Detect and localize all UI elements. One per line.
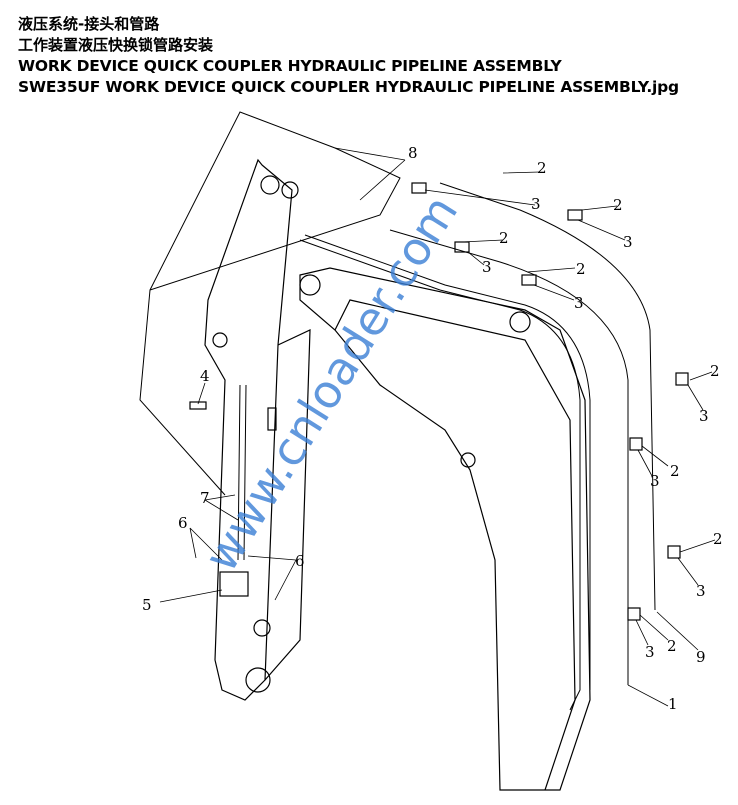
callout-3: 3 — [645, 643, 655, 661]
boom — [299, 267, 591, 791]
callout-9: 9 — [696, 648, 706, 666]
callout-3: 3 — [623, 233, 633, 251]
callout-3: 3 — [531, 195, 541, 213]
leader-lines — [159, 147, 716, 707]
callout-8: 8 — [408, 144, 418, 162]
watermark: www.cnloader.com — [194, 186, 469, 581]
arm — [204, 158, 311, 701]
callout-2: 2 — [667, 637, 677, 655]
header: 液压系统-接头和管路 工作装置液压快换锁管路安装 WORK DEVICE QUI… — [18, 14, 679, 98]
callout-3: 3 — [696, 582, 706, 600]
callout-6: 6 — [178, 514, 188, 532]
callout-2: 2 — [499, 229, 509, 247]
callout-3: 3 — [650, 472, 660, 490]
boundary-line — [139, 111, 401, 496]
callout-2: 2 — [576, 260, 586, 278]
title-en-1: WORK DEVICE QUICK COUPLER HYDRAULIC PIPE… — [18, 57, 562, 75]
callout-1: 1 — [668, 695, 678, 713]
callout-labels: 8 2 3 2 3 2 3 2 3 4 2 3 3 2 7 6 6 5 2 3 … — [142, 144, 723, 713]
hoses — [237, 182, 656, 711]
callout-2: 2 — [537, 159, 547, 177]
callout-3: 3 — [482, 258, 492, 276]
callout-3: 3 — [699, 407, 709, 425]
callout-6: 6 — [295, 552, 305, 570]
title-en-2: SWE35UF WORK DEVICE QUICK COUPLER HYDRAU… — [18, 78, 679, 96]
callout-2: 2 — [670, 462, 680, 480]
clamps — [189, 182, 689, 621]
callout-3: 3 — [574, 294, 584, 312]
callout-2: 2 — [613, 196, 623, 214]
callout-7: 7 — [200, 489, 210, 507]
title-cn-1: 液压系统-接头和管路 — [18, 15, 160, 33]
callout-2: 2 — [713, 530, 723, 548]
callout-4: 4 — [200, 367, 210, 385]
callout-2: 2 — [710, 362, 720, 380]
title-cn-2: 工作装置液压快换锁管路安装 — [18, 36, 214, 54]
callout-5: 5 — [142, 596, 152, 614]
